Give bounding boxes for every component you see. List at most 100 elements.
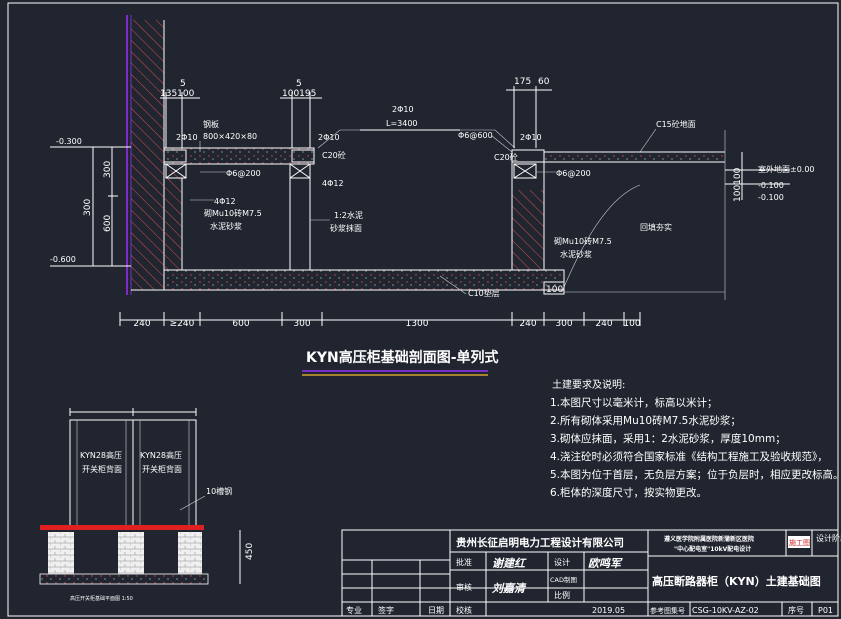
vdim-c: 600	[103, 215, 113, 232]
bottom-dim-0: 240	[133, 319, 150, 329]
tdim-right-b: 60	[538, 77, 550, 87]
bottom-dim-1: ≥240	[170, 319, 195, 329]
bottom-dim-5: 240	[519, 319, 536, 329]
row1-sign2: 欧鸣军	[588, 557, 623, 570]
row3-date: 2019.05	[592, 606, 625, 615]
elev-right-b: -0.100	[758, 193, 784, 202]
project-line2: "中心配电室"10kV配电设计	[674, 545, 751, 553]
label-mortar-1: 1:2水泥	[334, 210, 363, 220]
left-cabinet-line1: KYN28高压	[80, 450, 122, 460]
note-item-2: 2.所有砌体采用Mu10砖M7.5水泥砂浆；	[550, 414, 741, 427]
label-2phi10-mid: 2Φ10	[318, 133, 340, 142]
label-c20-top: C20砼	[322, 150, 346, 160]
vdim-a: 300	[83, 199, 93, 216]
row3-ref-label: 参考图集号	[650, 606, 685, 615]
company-name: 贵州长征启明电力工程设计有限公司	[456, 536, 624, 549]
vdim-b: 300	[103, 161, 113, 178]
elev-left-bottom: -0.600	[50, 255, 76, 264]
notes-title: 土建要求及说明:	[552, 378, 625, 391]
label-phi6-600: Φ6@600	[458, 131, 493, 140]
section-view: 2Φ10 L=3400 2Φ10 钢板 800×420×80 2Φ10 C20砼…	[50, 15, 815, 376]
elev-right-a: -0.100	[758, 181, 784, 190]
row1-sign1: 谢建红	[492, 557, 527, 570]
row3-label-spec: 专业	[346, 605, 362, 615]
row3-label-date: 日期	[428, 606, 444, 615]
bottom-dim-2: 600	[232, 319, 249, 329]
c10-cushion	[163, 269, 565, 291]
row2-label2: CAD制图	[550, 575, 577, 584]
left-pier-hatch	[164, 170, 182, 270]
label-brick-left-2: 水泥砂浆	[210, 221, 242, 231]
label-steel-plate: 钢板	[203, 119, 219, 129]
plan-brick-1	[48, 532, 74, 574]
left-cabinet-line2: 开关柜背面	[82, 464, 122, 474]
title-block: 贵州长征启明电力工程设计有限公司 遵义医学院附属医院新蒲新区医院 "中心配电室"…	[341, 529, 841, 617]
elev-outdoor: 室外地面±0.00	[758, 164, 815, 174]
tdim-mid-a: 5	[296, 79, 302, 89]
note-item-3: 3.砌体应抹面，采用1：2水泥砂浆，厚度10mm；	[550, 432, 786, 445]
left-wall-hatch	[131, 20, 164, 290]
steel-channel-label: 10槽钢	[206, 486, 232, 496]
bottom-dim-6: 300	[555, 319, 572, 329]
row1-label1: 批准	[456, 557, 472, 567]
c15-floor-fill	[544, 152, 725, 162]
row3-seq-value: P01	[818, 606, 833, 615]
right-cabinet-line2: 开关柜背面	[142, 464, 182, 474]
section-title: KYN高压柜基础剖面图-单列式	[306, 349, 499, 366]
plan-red-strip	[40, 525, 204, 530]
right-cabinet-line1: KYN28高压	[140, 450, 182, 460]
bottom-dim-3: 300	[293, 319, 310, 329]
row3-ref-value: CSG-10KV-AZ-02	[692, 606, 759, 615]
bottom-dim-7: 240	[595, 319, 612, 329]
rebar-span-label: L=3400	[386, 119, 418, 128]
small-plan-view: KYN28高压 开关柜背面 KYN28高压 开关柜背面 10槽钢 450 高压开…	[39, 408, 255, 602]
note-item-5: 5.本图为位于首层，无负层方案；位于负层时，相应更改标高。	[550, 468, 841, 481]
top-dims: 5 135100 5 100195 175 60	[160, 77, 552, 148]
plan-brick-2	[118, 532, 144, 574]
row2-label1: 审核	[456, 582, 472, 592]
label-brick-right-1: 砌Mu10砖M7.5	[554, 236, 612, 246]
stage-label: 设计阶段	[816, 533, 841, 543]
row1-label2: 设计	[554, 557, 570, 567]
row3-seq-label: 序号	[788, 605, 804, 615]
tdim-right-a: 175	[514, 77, 531, 87]
label-4phi12-b: 4Φ12	[322, 179, 344, 188]
row2-label3: 比例	[554, 590, 570, 600]
stage-value: 施工图	[789, 538, 810, 547]
anchor-boxes	[165, 163, 537, 179]
drawing-title: 高压断路器柜（KYN）土建基础图	[652, 574, 821, 588]
note-item-6: 6.柜体的深度尺寸，按实物更改。	[550, 486, 707, 499]
note-item-4: 4.浇注砼时必须符合国家标准《结构工程施工及验收规范》，	[550, 450, 828, 463]
vdim-d: 100100	[733, 167, 743, 202]
label-2phi10-left: 2Φ10	[176, 133, 198, 142]
row3-label-check: 校核	[456, 605, 472, 615]
elev-left-top: -0.300	[56, 137, 82, 146]
bottom-dim-4: 1300	[406, 319, 429, 329]
row2-sign1: 刘嘉清	[492, 582, 527, 595]
right-pier-hatch	[512, 190, 544, 270]
plan-dim-left: 450	[245, 543, 255, 560]
label-4phi12-a: 4Φ12	[214, 197, 236, 206]
stage-value-box	[788, 536, 810, 548]
label-stirrup-right: Φ6@200	[556, 169, 591, 178]
plan-caption: 高压开关柜基础平面图 1:50	[70, 595, 133, 602]
project-line1: 遵义医学院附属医院新蒲新区医院	[664, 535, 754, 543]
note-item-1: 1.本图尺寸以毫米计，标高以米计；	[550, 396, 718, 409]
notes-block: 土建要求及说明: 1.本图尺寸以毫米计，标高以米计； 2.所有砌体采用Mu10砖M…	[550, 378, 841, 499]
label-stirrup-left: Φ6@200	[226, 169, 261, 178]
tdim-left-a: 5	[180, 79, 186, 89]
plan-base-slab	[39, 573, 209, 585]
label-c15-floor: C15砼地面	[656, 119, 696, 129]
plan-brick-3	[178, 532, 202, 574]
label-mortar-2: 砂浆抹面	[330, 223, 362, 233]
label-steel-plate-size: 800×420×80	[203, 132, 257, 141]
label-c10-cushion: C10垫层	[468, 288, 500, 298]
tdim-left-b: 135100	[160, 89, 195, 99]
tdim-mid-b: 100195	[282, 89, 316, 99]
label-brick-left-1: 砌Mu10砖M7.5	[204, 208, 262, 218]
rebar-top-label: 2Φ10	[392, 105, 414, 114]
label-2phi10-right: 2Φ10	[520, 133, 542, 142]
label-brick-right-2: 水泥砂浆	[560, 249, 592, 259]
